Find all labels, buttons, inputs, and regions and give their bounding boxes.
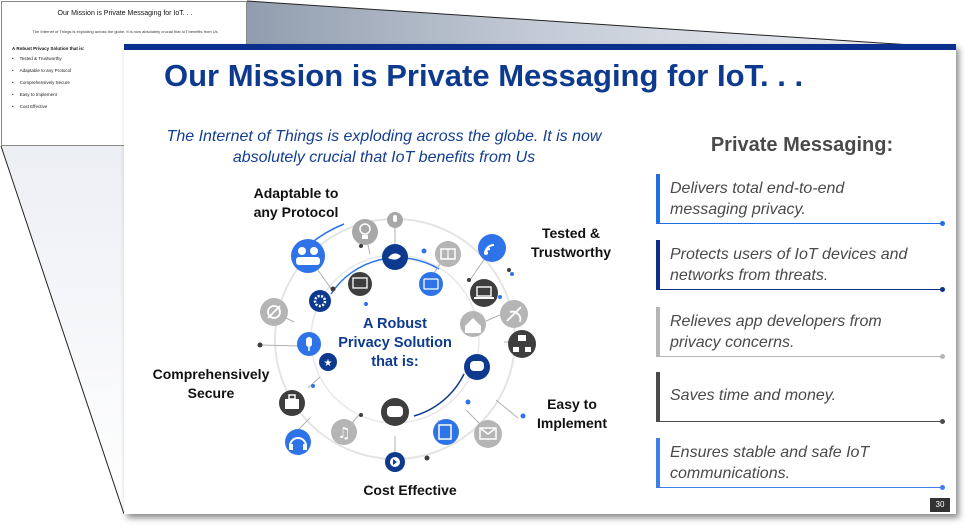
label-tested-line-1: Tested & <box>541 225 601 241</box>
thumbnail-bullet: Tested & Trustworthy <box>12 56 71 68</box>
label-easy-line-2: Implement <box>536 415 607 431</box>
center-line-2: Privacy Solution <box>338 335 452 351</box>
svg-text:★: ★ <box>324 358 333 369</box>
svg-text:♫: ♫ <box>337 424 350 442</box>
card-dot <box>940 485 945 490</box>
card-line-2: networks from threats. <box>670 267 829 284</box>
label-easy-line-1: Easy to <box>547 396 597 412</box>
pm-card: Delivers total end-to-end messaging priv… <box>656 174 945 226</box>
card-text: Protects users of IoT devices and networ… <box>670 244 940 286</box>
home-icon <box>460 311 486 337</box>
bird-icon <box>382 244 408 270</box>
card-text: Saves time and money. <box>670 385 940 406</box>
center-label: A Robust Privacy Solution that is: <box>330 315 460 372</box>
label-adaptable-line-2: any Protocol <box>253 204 339 220</box>
satellite-icon <box>500 300 528 328</box>
card-dot <box>940 419 945 424</box>
star-icon: ★ <box>319 353 337 371</box>
label-cost: Cost Effective <box>363 482 457 498</box>
slide-subtitle: The Internet of Things is exploding acro… <box>144 126 624 168</box>
card-line-2: communications. <box>670 465 791 482</box>
card-underline <box>660 486 942 488</box>
private-messaging-title: Private Messaging: <box>710 134 894 156</box>
pm-card: Saves time and money. <box>656 372 945 424</box>
label-secure-line-1: Comprehensively <box>152 366 270 382</box>
microphone-icon <box>297 332 321 356</box>
main-slide[interactable]: Our Mission is Private Messaging for IoT… <box>124 44 956 514</box>
thumbnail-bullet: Adaptable to any Protocol <box>12 68 72 80</box>
thumbnail-bullet: Cost Effective <box>12 104 71 116</box>
pm-card: Ensures stable and safe IoT communicatio… <box>656 438 945 490</box>
label-easy: Easy to Implement <box>524 395 620 433</box>
card-line-1: Saves time and money. <box>670 387 837 404</box>
label-tested: Tested & Trustworthy <box>516 224 626 262</box>
pm-card: Protects users of IoT devices and networ… <box>656 240 945 292</box>
slide-top-bar <box>124 44 956 50</box>
card-line-1: Relieves app developers from <box>670 313 882 330</box>
microphone-icon <box>387 212 403 228</box>
card-line-1: Delivers total end-to-end <box>670 180 845 197</box>
thumbnail-bullet: Comprehensively Secure <box>12 80 71 92</box>
card-dot <box>940 287 945 292</box>
label-adaptable: Adaptable to any Protocol <box>236 184 356 222</box>
card-line-2: messaging privacy. <box>670 201 806 218</box>
card-line-2: privacy concerns. <box>670 334 795 351</box>
gear-icon <box>309 290 331 312</box>
subtitle-line-2: absolutely crucial that IoT benefits fro… <box>232 149 536 166</box>
card-accent-bar <box>656 240 660 290</box>
pm-card: Relieves app developers from privacy con… <box>656 307 945 359</box>
network-icon <box>508 330 536 358</box>
card-accent-bar <box>656 438 660 488</box>
inner-arc-blue <box>330 256 440 295</box>
card-accent-bar <box>656 372 660 422</box>
center-line-3: that is: <box>371 354 419 370</box>
card-underline <box>660 222 942 224</box>
lightbulb-icon <box>352 219 378 245</box>
slide-title: Our Mission is Private Messaging for IoT… <box>164 58 804 93</box>
card-dot <box>940 354 945 359</box>
label-secure-line-2: Secure <box>187 385 235 401</box>
card-text: Relieves app developers from privacy con… <box>670 311 940 353</box>
group-icon <box>291 239 325 273</box>
message-icon <box>381 398 409 426</box>
card-underline <box>660 355 942 357</box>
inner-arc-navy <box>413 373 465 417</box>
card-dot <box>940 221 945 226</box>
label-secure: Comprehensively Secure <box>138 365 284 403</box>
thumbnail-title: Our Mission is Private Messaging for IoT… <box>57 10 193 17</box>
thumbnail-bullet-list: Tested & Trustworthy Adaptable to any Pr… <box>12 56 72 116</box>
laptop-icon <box>470 279 498 307</box>
page-number: 30 <box>930 498 950 512</box>
center-line-1: A Robust <box>363 316 427 332</box>
briefcase-icon <box>279 390 305 416</box>
card-line-1: Protects users of IoT devices and <box>670 246 908 263</box>
book-icon <box>435 241 461 267</box>
id-card-icon <box>419 272 443 296</box>
card-underline <box>660 288 942 290</box>
thumbnail-bullet: Easy to Implement <box>12 92 71 104</box>
music-note-icon: ♫ <box>331 419 357 445</box>
card-text: Ensures stable and safe IoT communicatio… <box>670 442 940 484</box>
headphones-icon <box>285 429 311 455</box>
chat-icon <box>464 354 490 380</box>
card-text: Delivers total end-to-end messaging priv… <box>670 178 940 220</box>
subtitle-line-1: The Internet of Things is exploding acro… <box>166 128 602 145</box>
mail-icon <box>474 420 502 448</box>
play-icon <box>385 452 405 472</box>
thumbnail-subtitle: The Internet of Things is exploding acro… <box>32 29 218 34</box>
presentation-icon <box>348 272 372 296</box>
iot-icon-cluster: ★ ♫ <box>257 212 536 472</box>
label-tested-line-2: Trustworthy <box>530 244 612 260</box>
thumbnail-heading: A Robust Privacy Solution that is: <box>12 46 85 51</box>
label-adaptable-line-1: Adaptable to <box>253 185 339 201</box>
edit-document-icon <box>433 419 459 445</box>
card-accent-bar <box>656 307 660 357</box>
no-signal-icon <box>260 298 288 326</box>
card-line-1: Ensures stable and safe IoT <box>670 444 870 461</box>
signal-icon <box>478 234 506 262</box>
card-underline <box>660 420 942 422</box>
card-accent-bar <box>656 174 660 224</box>
